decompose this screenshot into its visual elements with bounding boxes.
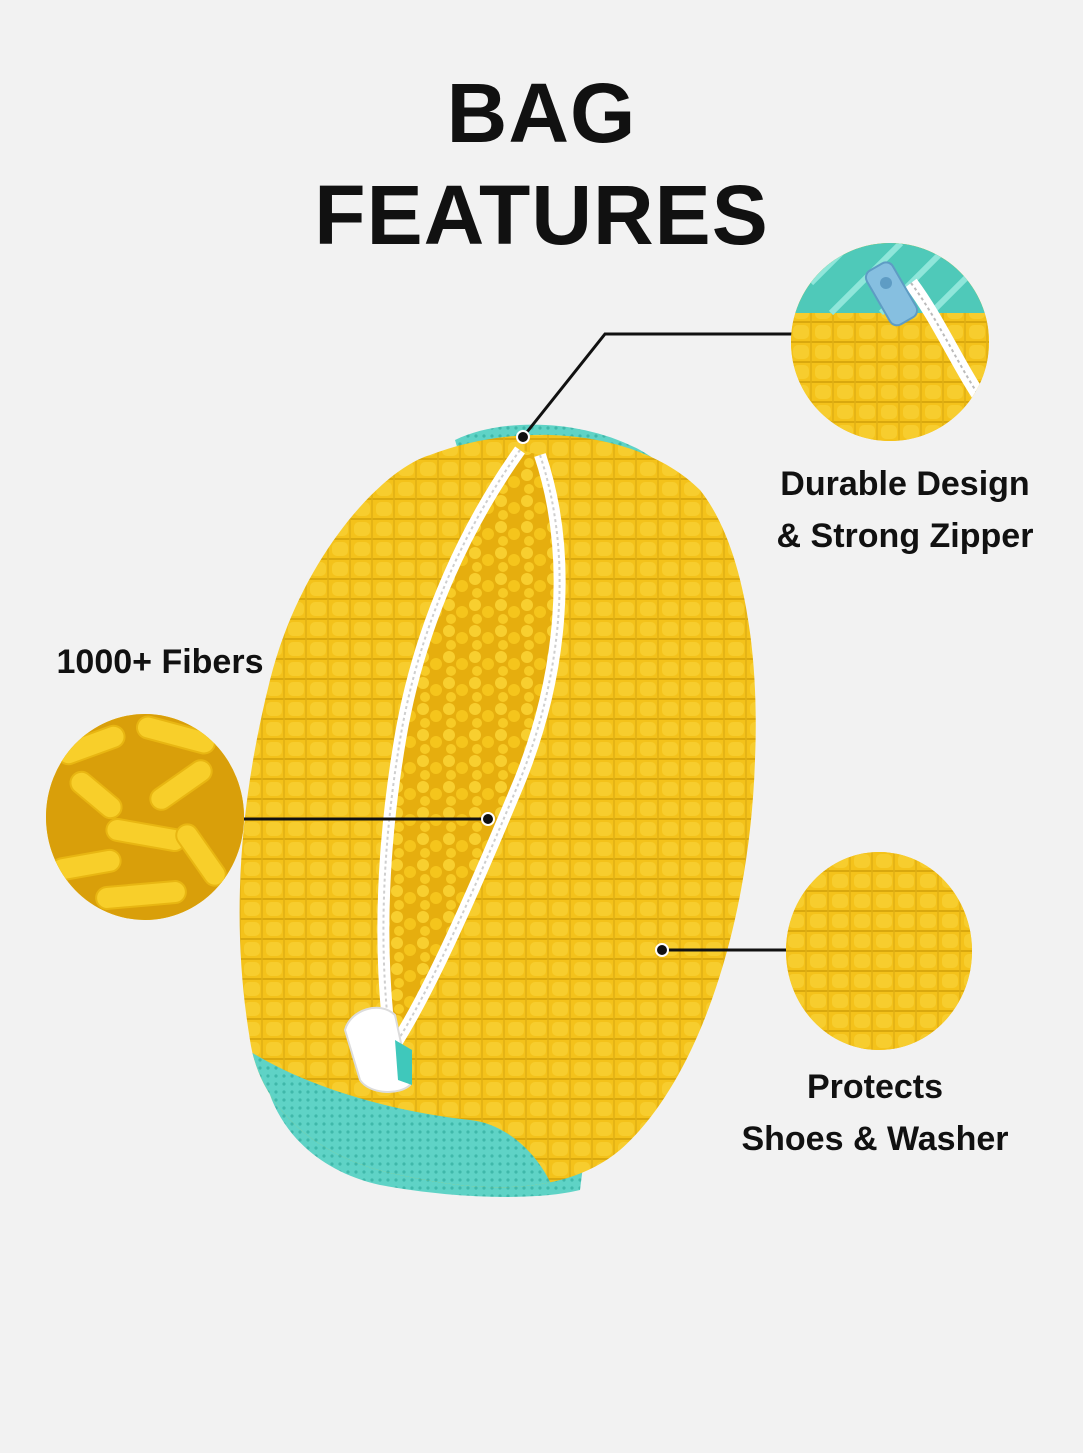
page-title: BAG FEATURES (0, 62, 1083, 266)
callout-lines (244, 332, 795, 952)
feature-protects-line-1: Protects (806, 1068, 944, 1106)
zipper-closeup-icon (791, 243, 989, 441)
title-line-2: FEATURES (314, 168, 769, 262)
fabric-texture-icon (786, 852, 972, 1050)
feature-zipper-line-1: Durable Design (780, 465, 1030, 503)
feature-zipper-label: Durable Design & Strong Zipper (755, 458, 1055, 562)
feature-fibers-line-1: 1000+ Fibers (56, 643, 264, 681)
feature-zipper-line-2: & Strong Zipper (776, 517, 1034, 555)
callout-dots (481, 430, 669, 957)
feature-protects-line-2: Shoes & Washer (741, 1120, 1009, 1158)
bag-interior-fibers (383, 450, 560, 1040)
feature-protects-label: Protects Shoes & Washer (715, 1061, 1035, 1165)
title-line-1: BAG (446, 66, 637, 160)
feature-fibers-label: 1000+ Fibers (30, 636, 290, 688)
chenille-fiber-icon (46, 714, 244, 920)
